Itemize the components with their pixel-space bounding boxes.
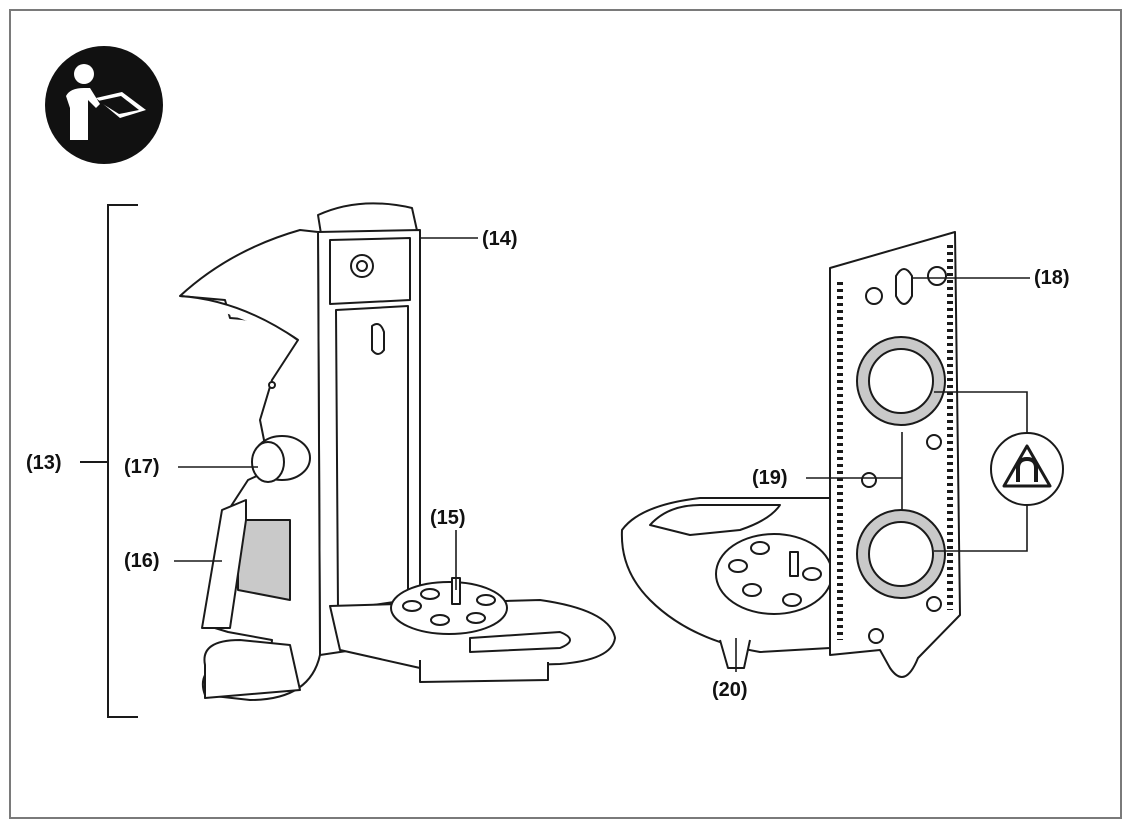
assembly-bracket xyxy=(80,204,138,718)
magnetic-wall-plate xyxy=(620,231,961,678)
leader-lines xyxy=(174,237,1030,672)
callout-15: (15) xyxy=(430,507,466,529)
callout-17: (17) xyxy=(124,456,160,478)
clamp-holder xyxy=(179,202,616,701)
callout-14: (14) xyxy=(482,228,518,250)
leader-magnet-warning xyxy=(934,391,1028,552)
read-manual-icon xyxy=(45,46,163,164)
callout-18: (18) xyxy=(1034,267,1070,289)
callout-19: (19) xyxy=(752,467,788,489)
magnet-warning-icon xyxy=(990,432,1064,506)
callout-20: (20) xyxy=(712,679,748,701)
leader-19 xyxy=(806,432,903,510)
callout-13: (13) xyxy=(26,452,62,474)
callout-16: (16) xyxy=(124,550,160,572)
